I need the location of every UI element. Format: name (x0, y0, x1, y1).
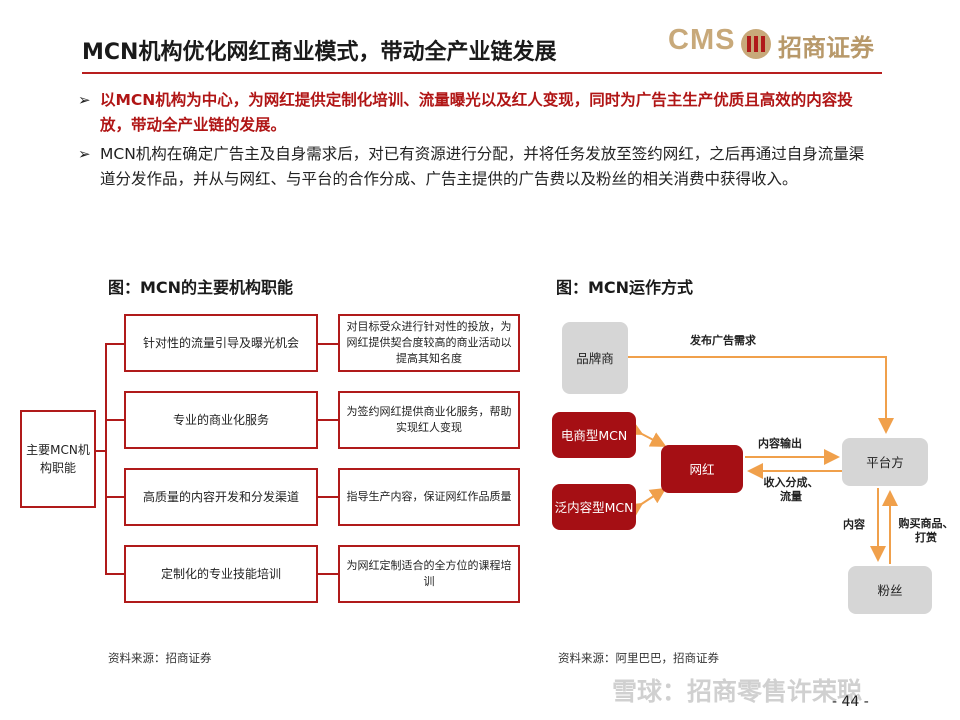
logo-chinese-text: 招商证券 (778, 34, 874, 62)
ecommerce-mcn-node: 电商型MCN (552, 412, 636, 458)
platform-node: 平台方 (842, 438, 928, 486)
function-description: 为网红定制适合的全方位的课程培训 (338, 545, 520, 603)
function-node: 专业的商业化服务 (124, 391, 318, 449)
function-description: 为签约网红提供商业化服务，帮助实现红人变现 (338, 391, 520, 449)
bullet-list: ➢ 以MCN机构为中心，为网红提供定制化培训、流量曝光以及红人变现，同时为广告主… (78, 88, 878, 196)
content-mcn-node: 泛内容型MCN (552, 484, 636, 530)
connector-line (105, 496, 125, 498)
connector-line (105, 343, 125, 345)
edge-label-publish-ad: 发布广告需求 (690, 334, 756, 347)
brand-node: 品牌商 (562, 322, 628, 394)
connector-line (105, 419, 125, 421)
bullet-item: ➢ 以MCN机构为中心，为网红提供定制化培训、流量曝光以及红人变现，同时为广告主… (78, 88, 878, 138)
connector-line (317, 496, 339, 498)
function-node: 定制化的专业技能培训 (124, 545, 318, 603)
edge-label-revenue-traffic: 收入分成、流量 (763, 476, 819, 503)
page-number: - 44 - (832, 694, 869, 710)
flow-arrows (625, 356, 898, 564)
bullet-arrow-icon: ➢ (78, 145, 91, 163)
right-figure-caption: 图：MCN运作方式 (556, 278, 694, 297)
arrow-influencer-content (625, 487, 667, 519)
function-node: 高质量的内容开发和分发渠道 (124, 468, 318, 526)
logo-emblem-icon (741, 29, 771, 59)
page-title: MCN机构优化网红商业模式，带动全产业链发展 (82, 40, 557, 65)
fans-node: 粉丝 (848, 566, 932, 614)
logo-cms-text: CMS (668, 24, 736, 56)
edge-label-content-output: 内容输出 (758, 437, 802, 450)
connector-line (105, 343, 107, 575)
bullet-text: MCN机构在确定广告主及自身需求后，对已有资源进行分配，并将任务发放至签约网红，… (100, 145, 865, 188)
function-node: 针对性的流量引导及曝光机会 (124, 314, 318, 372)
bullet-item: ➢ MCN机构在确定广告主及自身需求后，对已有资源进行分配，并将任务发放至签约网… (78, 142, 878, 192)
function-description: 对目标受众进行针对性的投放，为网红提供契合度较高的商业活动以提高其知名度 (338, 314, 520, 372)
arrow-influencer-ecommerce (625, 420, 667, 447)
connector-line (317, 419, 339, 421)
root-node: 主要MCN机构职能 (20, 410, 96, 508)
left-figure-source: 资料来源：招商证券 (108, 651, 212, 665)
connector-line (105, 573, 125, 575)
title-divider (82, 72, 882, 74)
connector-line (317, 343, 339, 345)
watermark: 雪球：招商零售许荣聪 (612, 677, 863, 706)
bullet-text: 以MCN机构为中心，为网红提供定制化培训、流量曝光以及红人变现，同时为广告主生产… (100, 91, 853, 134)
bullet-arrow-icon: ➢ (78, 91, 91, 109)
connector-line (317, 573, 339, 575)
right-figure-source: 资料来源：阿里巴巴，招商证券 (558, 651, 719, 665)
connector-line (96, 450, 106, 452)
edge-label-content: 内容 (843, 518, 865, 531)
company-logo: CMS 招商证券 (668, 22, 884, 66)
influencer-node: 网红 (661, 445, 743, 493)
arrow-brand-to-platform (628, 356, 894, 434)
left-figure-caption: 图：MCN的主要机构职能 (108, 278, 294, 297)
function-description: 指导生产内容，保证网红作品质量 (338, 468, 520, 526)
edge-label-purchase-tip: 购买商品、打赏 (898, 517, 954, 544)
